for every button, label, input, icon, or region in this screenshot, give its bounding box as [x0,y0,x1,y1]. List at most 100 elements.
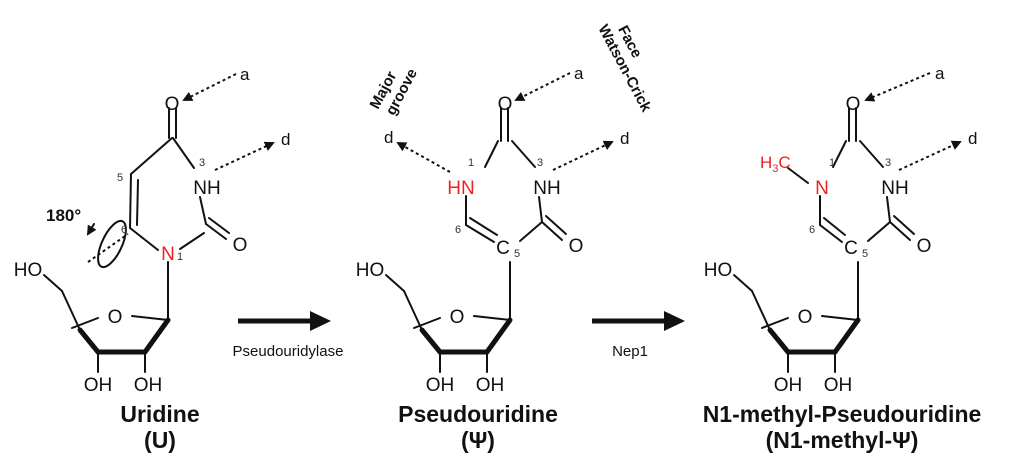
pseudouridine-oh-left: OH [426,375,455,396]
pseudouridine-o-ring: O [450,307,465,328]
pseudouridine-bond [484,317,513,355]
methyl-pseudouridine-bond [767,327,791,355]
uridine-bond [61,290,81,331]
reaction-enzyme-pseudouridylase: Pseudouridylase [233,343,344,360]
methyl-pseudouridine-c5: C [844,238,858,259]
uridine-bond [172,137,195,169]
uridine-num-5: 5 [117,172,123,184]
methyl-pseudouridine-bond [893,215,915,235]
pseudouridine-bond [385,274,405,292]
uridine-bond [208,217,230,234]
pseudouridine-bond [473,315,511,321]
methyl-pseudouridine-bond [867,221,891,242]
donor-arrow [214,141,275,171]
uridine-bond [205,223,227,240]
rotation-arrow [86,223,97,236]
reaction-2: Nep1 [592,311,685,360]
pseudouridine-label-d-left: d [384,128,393,147]
methyl-pseudouridine-bond [787,167,809,184]
uridine-bond [71,317,99,329]
reaction-enzyme-nep1: Nep1 [612,343,648,360]
uridine-bond [129,227,159,251]
methyl-pseudouridine-symbol: (N1-methyl-Ψ) [766,427,919,453]
methyl-pseudouridine-o-right: O [917,236,932,257]
pseudouridine-bond [545,215,567,235]
major-groove-label: Major groove [367,66,421,118]
pseudouridine-bond [419,327,443,355]
methyl-pseudouridine-bond [823,217,846,236]
methyl-pseudouridine-oh-right: OH [824,375,853,396]
uridine-num-3: 3 [199,157,205,169]
rotation-ellipse [97,219,127,269]
uridine-num-1: 1 [177,251,183,263]
pseudouridine-num-3: 3 [537,157,543,169]
methyl-pseudouridine-oh-left: OH [774,375,803,396]
n1-methyl-pseudouridine-structure: O NH O N C H3C HO O OH OH 1 3 5 6 a d N1… [703,64,982,453]
pseudouridine-num-6: 6 [455,224,461,236]
pseudouridine-o-right: O [569,236,584,257]
methyl-pseudouridine-o-ring: O [798,307,813,328]
methyl-pseudouridine-nh: NH [881,178,908,199]
methyl-pseudouridine-o-top: O [846,94,861,115]
pseudouridine-num-5: 5 [514,248,520,260]
pseudouridine-c5: C [496,238,510,259]
methyl-group: H3C [760,153,791,175]
uridine-ho: HO [14,260,43,281]
methyl-pseudouridine-bond [821,315,859,321]
pseudouridine-nh: NH [533,178,560,199]
methyl-pseudouridine-bond [819,224,843,243]
pseudouridine-bond [465,224,495,243]
uridine-bond [77,327,101,355]
pseudouridine-name: Pseudouridine [398,401,558,427]
uridine-bond [199,196,207,225]
reaction-arrowhead [664,311,685,331]
uridine-label-d: d [281,130,290,149]
rotation-axis [87,233,129,263]
pseudouridine-hn: HN [447,178,474,199]
pseudouridine-label-d-right: d [620,129,629,148]
methyl-pseudouridine-num-6: 6 [809,224,815,236]
pseudouridine-o-top: O [498,94,513,115]
methyl-pseudouridine-bond [832,140,847,168]
methyl-pseudouridine-bond [859,140,884,168]
pseudouridine-symbol: (Ψ) [461,427,495,453]
uridine-label-a: a [240,65,250,84]
methyl-pseudouridine-bond [751,290,771,331]
uridine-nh: NH [193,178,220,199]
pseudouridine-num-1: 1 [468,157,474,169]
acceptor-arrow [182,73,237,101]
uridine-bond [142,317,171,355]
uridine-n1: N [161,244,175,265]
acceptor-arrow [514,72,571,101]
uridine-num-6: 6 [121,224,127,236]
pseudouridine-bond [511,140,536,168]
pseudouridine-bond [484,140,499,168]
uridine-oh-left: OH [84,375,113,396]
methyl-pseudouridine-bond [733,274,753,292]
methyl-pseudouridine-num-5: 5 [862,248,868,260]
pseudouridine-structure: O NH O HN C HO O OH OH 1 3 5 6 a d d Maj… [356,22,655,453]
methyl-pseudouridine-label-a: a [935,64,945,83]
methyl-pseudouridine-bond [886,196,891,223]
uridine-symbol: (U) [144,427,176,453]
methyl-pseudouridine-n1: N [815,178,829,199]
donor-arrow [552,140,614,171]
uridine-bond [130,137,173,175]
uridine-bond [131,315,169,321]
uridine-structure: O NH O N HO O OH OH 3 5 6 1 a d 180° Uri… [14,65,291,453]
uridine-bond [179,232,205,250]
pseudouridine-bond [538,196,543,223]
uridine-bond [136,179,139,226]
reaction-arrowhead [310,311,331,331]
methyl-pseudouridine-bond [889,221,911,241]
pseudouridine-bond [469,217,498,236]
uridine-bond [129,173,132,229]
donor-arrow [898,140,962,171]
pseudouridine-bond [541,221,563,241]
acceptor-arrow [864,72,931,102]
pseudouridine-bond [403,290,423,331]
uridine-o-top: O [165,94,180,115]
donor-arrow-major [396,142,451,173]
uridine-oh-right: OH [134,375,163,396]
